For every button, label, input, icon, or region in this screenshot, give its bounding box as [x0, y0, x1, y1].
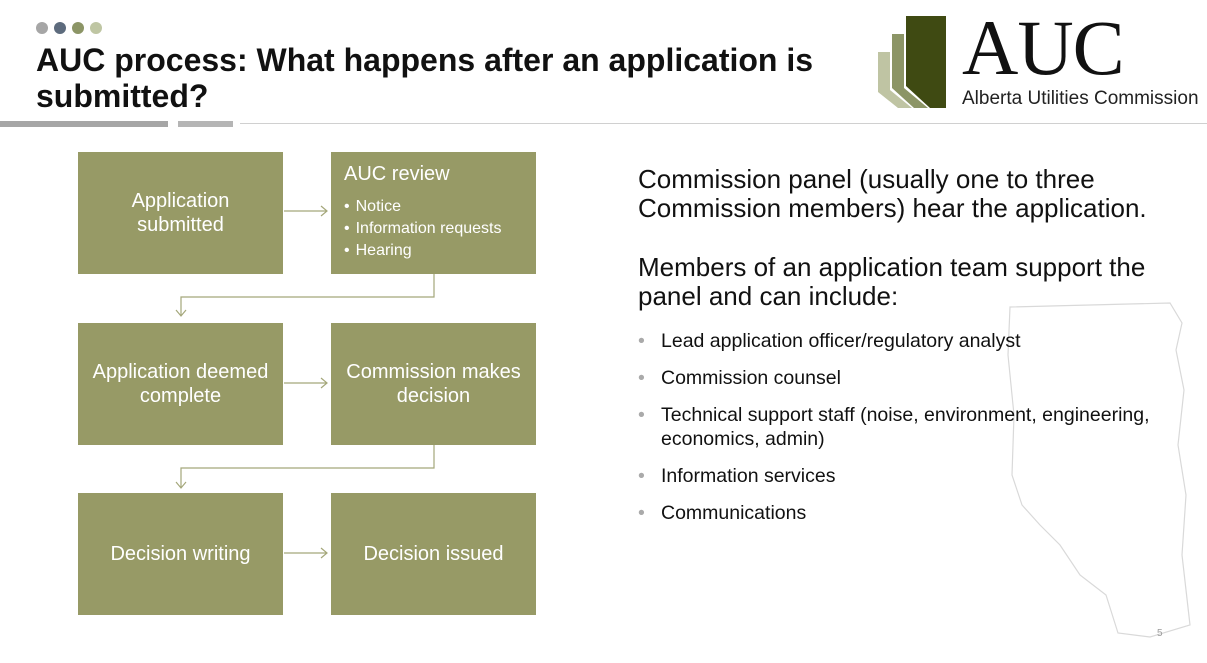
step-label: Decision issued [363, 543, 504, 565]
page-number: 5 [1157, 628, 1163, 639]
arrow-head-2 [175, 309, 187, 317]
list-item: •Communications [638, 502, 807, 524]
decorative-dots [36, 22, 102, 34]
bullet-icon: • [638, 330, 645, 352]
step-auc-review: AUC review Notice Information requests H… [331, 152, 536, 274]
review-item: Information requests [344, 218, 502, 240]
team-paragraph: Members of an application team support t… [638, 252, 1146, 311]
review-list: Notice Information requests Hearing [344, 196, 502, 262]
list-item: •Information services [638, 465, 836, 487]
panel-paragraph: Commission panel (usually one to three C… [638, 164, 1147, 223]
step-label: Application submitted [131, 190, 230, 236]
bullet-icon: • [638, 465, 645, 487]
title-hairline [240, 123, 1207, 124]
team-member-list: •Lead application officer/regulatory ana… [638, 329, 1158, 525]
bullet-icon: • [638, 404, 645, 426]
arrow-head-3 [320, 377, 328, 389]
list-item: •Lead application officer/regulatory ana… [638, 330, 1021, 352]
dot-icon [72, 22, 84, 34]
title-rule-dark [0, 121, 168, 127]
dot-icon [90, 22, 102, 34]
step-deemed-complete: Application deemed complete [78, 323, 283, 445]
step-label: Commission makes decision [346, 361, 521, 407]
auc-logo-mark-icon [878, 16, 946, 108]
list-item: •Technical support staff (noise, environ… [638, 404, 1150, 450]
arrow-down-1 [180, 274, 435, 316]
step-label: Decision writing [110, 543, 251, 565]
arrow-head-1 [320, 205, 328, 217]
step-label: Application deemed complete [92, 361, 269, 407]
step-commission-decision: Commission makes decision [331, 323, 536, 445]
dot-icon [54, 22, 66, 34]
logo-wordmark: AUC [962, 4, 1125, 91]
review-item: Notice [344, 196, 501, 218]
auc-logo: AUC Alberta Utilities Commission [870, 4, 1205, 115]
bullet-icon: • [638, 367, 645, 389]
review-title: AUC review [344, 163, 450, 185]
arrow-down-2 [180, 445, 435, 488]
step-decision-issued: Decision issued [331, 493, 536, 615]
step-decision-writing: Decision writing [78, 493, 283, 615]
arrow-head-4 [175, 481, 187, 489]
flow-connectors [175, 205, 435, 559]
logo-subtitle: Alberta Utilities Commission [962, 88, 1199, 109]
bullet-icon: • [638, 502, 645, 524]
list-item: •Commission counsel [638, 367, 841, 389]
content-panel: Commission panel (usually one to three C… [638, 165, 1158, 538]
review-item: Hearing [344, 240, 501, 262]
title-rule-light [178, 121, 233, 127]
arrow-head-5 [320, 547, 328, 559]
dot-icon [36, 22, 48, 34]
step-application-submitted: Application submitted [78, 152, 283, 274]
slide-title: AUC process: What happens after an appli… [36, 42, 814, 114]
alberta-map-outline-icon [1007, 302, 1191, 638]
